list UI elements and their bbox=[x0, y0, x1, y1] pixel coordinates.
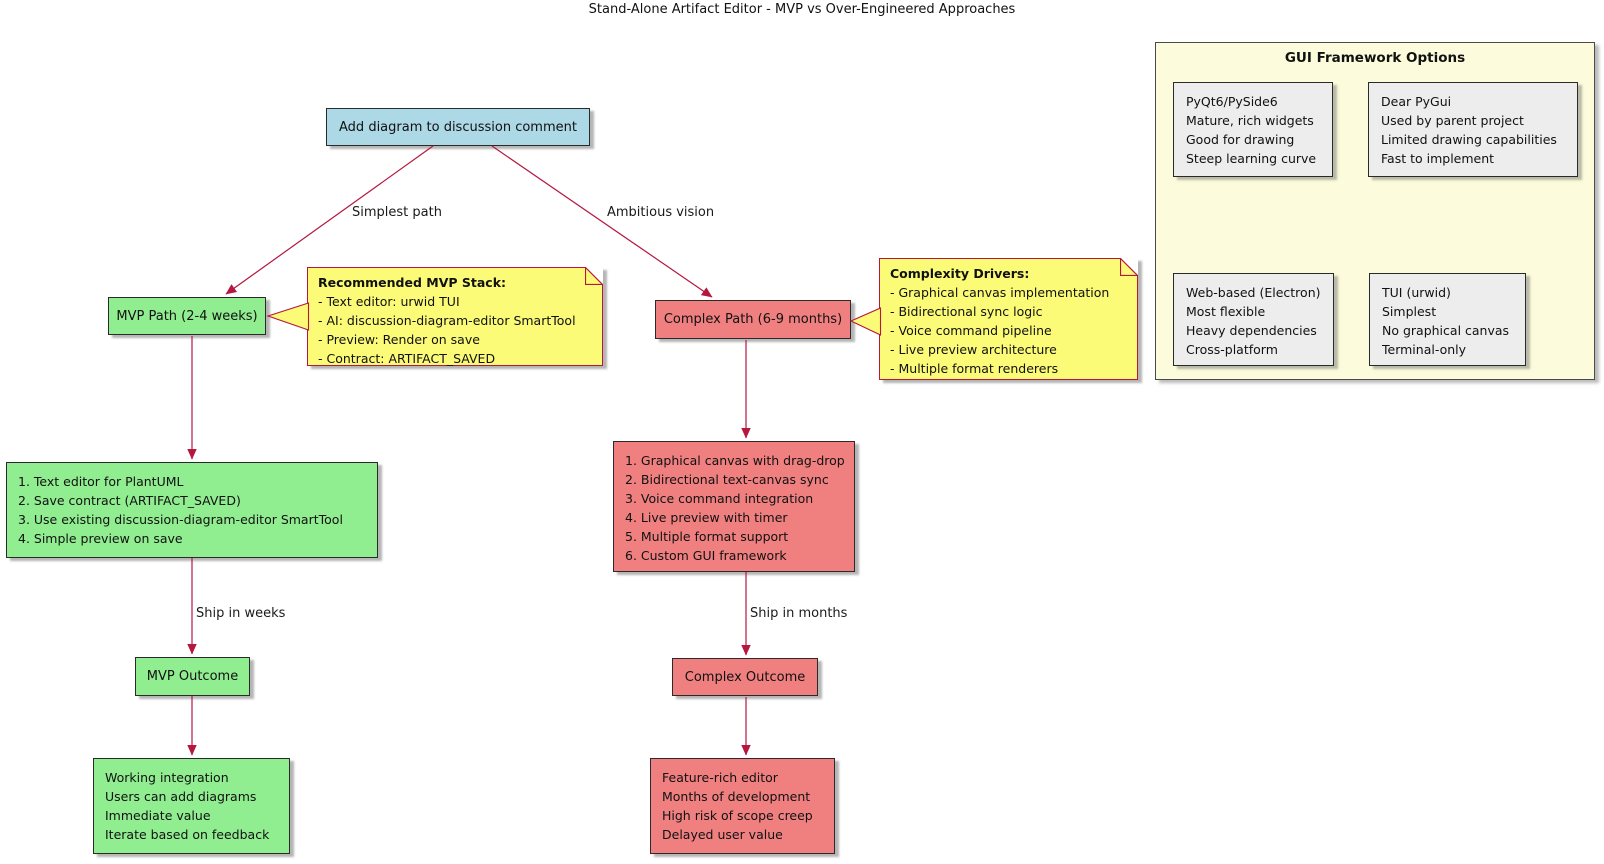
node-mvp-outcome: MVP Outcome bbox=[135, 657, 250, 696]
option-tui-urwid: TUI (urwid) Simplest No graphical canvas… bbox=[1369, 273, 1526, 366]
result-line: High risk of scope creep bbox=[662, 808, 813, 823]
result-line: Feature-rich editor bbox=[662, 770, 778, 785]
option-line: No graphical canvas bbox=[1382, 323, 1510, 338]
node-mvp-path: MVP Path (2-4 weeks) bbox=[108, 297, 266, 335]
edge-label-ship-in-weeks: Ship in weeks bbox=[196, 606, 286, 621]
option-line: Simplest bbox=[1382, 304, 1437, 319]
option-line: Web-based (Electron) bbox=[1186, 285, 1321, 300]
node-mvp-result: Working integration Users can add diagra… bbox=[93, 758, 290, 854]
note-item: - Live preview architecture bbox=[890, 342, 1057, 357]
node-complex-outcome: Complex Outcome bbox=[672, 658, 818, 696]
step-line: 4. Simple preview on save bbox=[18, 531, 183, 546]
option-line: Good for drawing bbox=[1186, 132, 1295, 147]
diagram-title: Stand-Alone Artifact Editor - MVP vs Ove… bbox=[588, 2, 1016, 17]
note-title: Complexity Drivers: bbox=[890, 266, 1030, 281]
option-line: Dear PyGui bbox=[1381, 94, 1452, 109]
note-item: - AI: discussion-diagram-editor SmartToo… bbox=[318, 313, 576, 328]
note-fold-icon bbox=[585, 267, 603, 285]
result-line: Working integration bbox=[105, 770, 229, 785]
option-line: Used by parent project bbox=[1381, 113, 1524, 128]
step-line: 5. Multiple format support bbox=[625, 529, 789, 544]
note-fold-icon bbox=[1120, 258, 1138, 276]
edge-label-ship-in-months: Ship in months bbox=[750, 606, 848, 621]
option-line: Most flexible bbox=[1186, 304, 1266, 319]
option-line: Heavy dependencies bbox=[1186, 323, 1317, 338]
option-dear-pygui: Dear PyGui Used by parent project Limite… bbox=[1368, 82, 1578, 177]
note-item: - Multiple format renderers bbox=[890, 361, 1059, 376]
note-complexity-drivers: Complexity Drivers: - Graphical canvas i… bbox=[879, 258, 1138, 380]
node-add-diagram: Add diagram to discussion comment bbox=[326, 108, 590, 146]
panel-title: GUI Framework Options bbox=[1284, 50, 1466, 66]
step-line: 1. Graphical canvas with drag-drop bbox=[625, 453, 845, 468]
option-line: PyQt6/PySide6 bbox=[1186, 94, 1278, 109]
result-line: Immediate value bbox=[105, 808, 211, 823]
step-line: 3. Use existing discussion-diagram-edito… bbox=[18, 512, 343, 527]
option-pyqt6: PyQt6/PySide6 Mature, rich widgets Good … bbox=[1173, 82, 1333, 177]
step-line: 2. Save contract (ARTIFACT_SAVED) bbox=[18, 493, 241, 508]
note-item: - Text editor: urwid TUI bbox=[318, 294, 460, 309]
note-item: - Contract: ARTIFACT_SAVED bbox=[318, 351, 496, 366]
result-line: Users can add diagrams bbox=[105, 789, 257, 804]
note-item: - Graphical canvas implementation bbox=[890, 285, 1110, 300]
result-line: Delayed user value bbox=[662, 827, 783, 842]
edge-label-simplest-path: Simplest path bbox=[352, 205, 442, 220]
result-line: Months of development bbox=[662, 789, 811, 804]
note-connector-mvp bbox=[266, 302, 310, 331]
option-line: Terminal-only bbox=[1382, 342, 1467, 357]
node-complex-steps: 1. Graphical canvas with drag-drop 2. Bi… bbox=[613, 441, 855, 572]
note-item: - Preview: Render on save bbox=[318, 332, 480, 347]
option-line: Fast to implement bbox=[1381, 151, 1495, 166]
step-line: 3. Voice command integration bbox=[625, 491, 814, 506]
note-item: - Bidirectional sync logic bbox=[890, 304, 1043, 319]
note-mvp-stack: Recommended MVP Stack: - Text editor: ur… bbox=[307, 267, 603, 366]
node-complex-path: Complex Path (6-9 months) bbox=[655, 300, 851, 339]
step-line: 4. Live preview with timer bbox=[625, 510, 788, 525]
note-title: Recommended MVP Stack: bbox=[318, 275, 507, 290]
note-connector-complexity bbox=[849, 307, 882, 336]
option-web-electron: Web-based (Electron) Most flexible Heavy… bbox=[1173, 273, 1334, 366]
edge-label-ambitious-vision: Ambitious vision bbox=[607, 205, 715, 220]
option-line: Limited drawing capabilities bbox=[1381, 132, 1557, 147]
option-line: Cross-platform bbox=[1186, 342, 1278, 357]
result-line: Iterate based on feedback bbox=[105, 827, 270, 842]
node-mvp-steps: 1. Text editor for PlantUML 2. Save cont… bbox=[6, 462, 378, 558]
option-line: Steep learning curve bbox=[1186, 151, 1317, 166]
option-line: TUI (urwid) bbox=[1382, 285, 1451, 300]
panel-gui-framework-options: GUI Framework Options PyQt6/PySide6 Matu… bbox=[1155, 42, 1595, 380]
step-line: 2. Bidirectional text-canvas sync bbox=[625, 472, 829, 487]
step-line: 6. Custom GUI framework bbox=[625, 548, 787, 563]
note-item: - Voice command pipeline bbox=[890, 323, 1052, 338]
option-line: Mature, rich widgets bbox=[1186, 113, 1314, 128]
step-line: 1. Text editor for PlantUML bbox=[18, 474, 184, 489]
node-complex-result: Feature-rich editor Months of developmen… bbox=[650, 758, 835, 854]
